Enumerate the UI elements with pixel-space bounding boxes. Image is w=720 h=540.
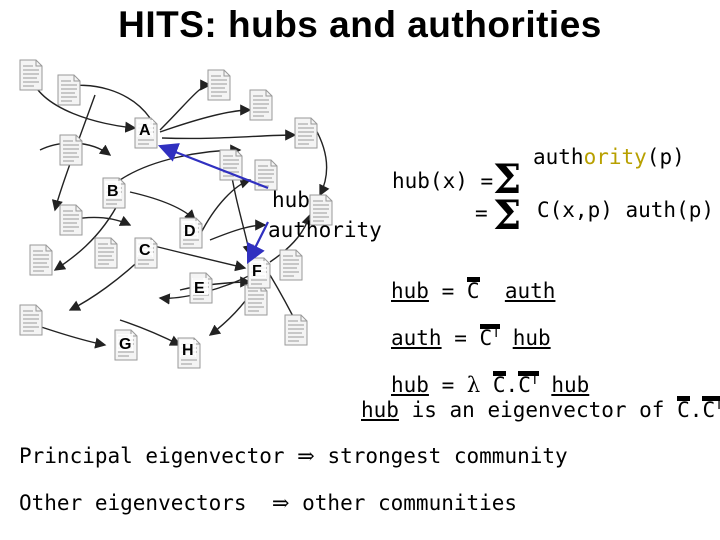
node-F: F	[248, 258, 270, 288]
node-H: H	[178, 338, 200, 368]
node-E: E	[190, 273, 212, 303]
svg-text:D: D	[184, 223, 196, 240]
svg-text:E: E	[194, 280, 205, 297]
formula-c-auth: C(x,p) auth(p)	[537, 198, 714, 222]
authority-label: authority	[268, 218, 382, 242]
hub-label: hub	[272, 188, 310, 212]
node-G: G	[115, 330, 137, 360]
sigma-2: Σ	[493, 196, 521, 236]
svg-text:C: C	[139, 242, 151, 259]
node-C: C	[135, 238, 157, 268]
node-B: B	[103, 178, 125, 208]
other-eigenvectors-line: Other eigenvectors ⇒ other communities	[19, 491, 517, 515]
svg-text:A: A	[139, 122, 151, 139]
formula-auth-ct-hub: auth = CT hub	[391, 326, 551, 350]
formula-eigenvector: hub is an eigenvector of C.CT	[361, 398, 720, 422]
slide-title: HITS: hubs and authorities	[0, 4, 720, 46]
svg-text:H: H	[182, 342, 194, 359]
formula-authority-p: authority(p)	[533, 145, 685, 169]
hub-authority-arrows	[160, 146, 268, 262]
principal-eigenvector-line: Principal eigenvector ⇒ strongest commun…	[19, 444, 568, 468]
formula-hub-lambda: hub = λ C.CT hub	[391, 373, 589, 397]
node-A: A	[135, 118, 157, 148]
svg-text:F: F	[252, 263, 262, 280]
node-D: D	[180, 218, 202, 248]
formula-eq-2: =	[475, 201, 488, 225]
formula-hub-x: hub(x) =	[392, 169, 493, 193]
svg-text:G: G	[119, 336, 131, 353]
formula-hub-c-auth: hub = C auth	[391, 279, 555, 303]
svg-text:B: B	[107, 183, 119, 200]
